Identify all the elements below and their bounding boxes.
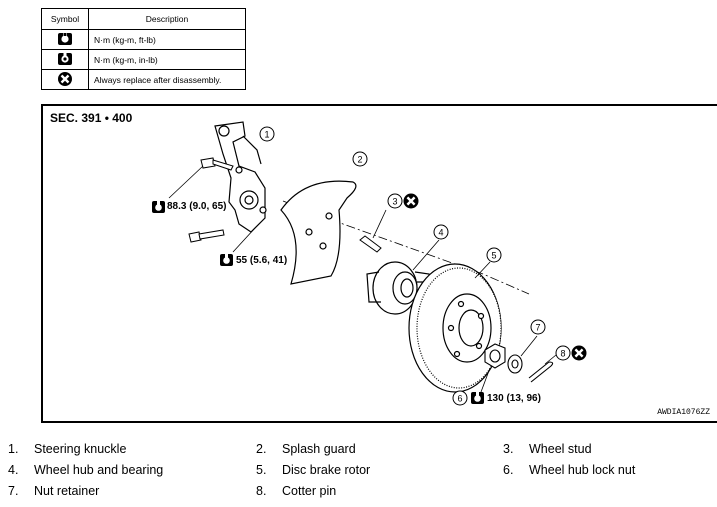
wheel-stud xyxy=(359,235,382,253)
callout-3 xyxy=(387,193,403,209)
callout-6 xyxy=(452,390,468,406)
callout-8-label: 8 xyxy=(560,349,565,359)
exploded-diagram: 1 2 3 4 5 6 7 8 SEC. 391 • 400 88.3 (9.0… xyxy=(41,104,717,423)
nut-retainer xyxy=(507,354,523,374)
legend-row: N·m (kg-m, in-lb) xyxy=(41,49,246,70)
torque-spec-knuckle: 88.3 (9.0, 65) xyxy=(167,201,227,212)
callout-3-label: 3 xyxy=(392,197,397,207)
callout-2 xyxy=(352,151,368,167)
torque-ftlb-icon xyxy=(152,200,165,213)
knuckle-bolt-upper xyxy=(200,157,234,171)
callout-7 xyxy=(530,319,546,335)
knuckle-bolt-lower xyxy=(188,229,225,243)
cotter-pin xyxy=(528,361,554,383)
torque-ftlb-icon xyxy=(471,391,484,404)
torque-spec-guard: 55 (5.6, 41) xyxy=(236,255,288,266)
callout-2-label: 2 xyxy=(357,155,362,165)
replace-x-icon xyxy=(402,192,420,210)
drawing-code: AWDIA1076ZZ xyxy=(657,408,710,417)
callout-4-label: 4 xyxy=(438,228,443,238)
callout-circles xyxy=(259,126,571,406)
callout-8 xyxy=(555,345,571,361)
wheel-hub-lock-nut xyxy=(484,343,506,369)
diagram-drawing: 1 2 3 4 5 6 7 8 xyxy=(152,121,588,406)
section-title: SEC. 391 • 400 xyxy=(50,111,133,125)
replace-x-icon xyxy=(570,344,588,362)
callout-7-label: 7 xyxy=(535,323,540,333)
legend-header-row: Symbol Description xyxy=(41,8,246,30)
callout-5 xyxy=(486,247,502,263)
disc-brake-rotor xyxy=(408,263,502,393)
callout-1-label: 1 xyxy=(264,130,269,140)
torque-inlb-icon xyxy=(58,51,72,65)
symbol-legend-table: Symbol Description N·m (kg-m, ft-lb) N·m… xyxy=(41,8,246,90)
legend-description: N·m (kg-m, in-lb) xyxy=(88,49,246,70)
torque-spec-hub-nut: 130 (13, 96) xyxy=(487,393,541,404)
legend-header-symbol: Symbol xyxy=(41,8,89,30)
callout-1 xyxy=(259,126,275,142)
callout-numbers: 1 2 3 4 5 6 7 8 xyxy=(264,130,565,404)
legend-description: N·m (kg-m, ft-lb) xyxy=(88,29,246,50)
assembly-axis xyxy=(282,200,530,295)
replace-x-icon xyxy=(58,71,72,86)
callout-4 xyxy=(433,224,449,240)
torque-ftlb-icon xyxy=(220,253,233,266)
steering-knuckle xyxy=(214,121,267,233)
callout-5-label: 5 xyxy=(491,251,496,261)
callout-6-label: 6 xyxy=(457,394,462,404)
legend-row: N·m (kg-m, ft-lb) xyxy=(41,29,246,50)
torque-ftlb-icon xyxy=(58,31,72,45)
splash-guard xyxy=(280,180,357,285)
legend-description: Always replace after disassembly. xyxy=(88,69,246,90)
legend-row: Always replace after disassembly. xyxy=(41,69,246,90)
legend-header-description: Description xyxy=(88,8,246,30)
